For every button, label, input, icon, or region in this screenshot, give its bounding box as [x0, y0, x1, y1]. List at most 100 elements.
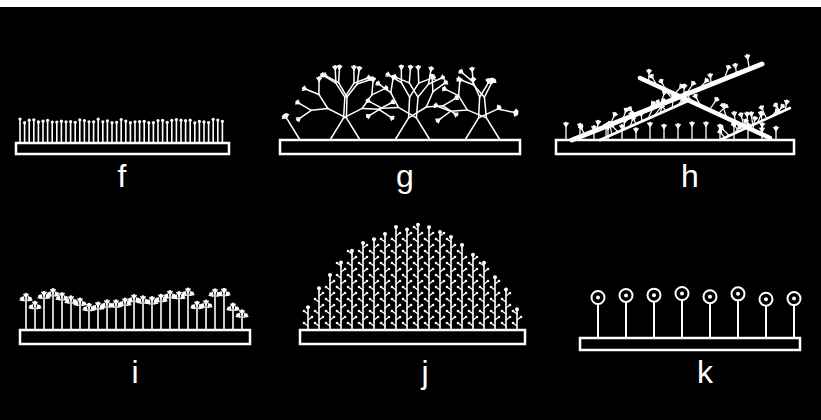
spore-head [465, 256, 468, 259]
spore-head [442, 87, 446, 91]
spore-head [311, 316, 314, 319]
main-hypha [572, 64, 762, 140]
spore-head [468, 286, 471, 289]
branched-hypha [486, 118, 500, 140]
spore-head [441, 75, 445, 79]
short-hypha [38, 122, 40, 143]
spore-head [96, 301, 100, 305]
branched-hypha [418, 70, 420, 83]
spore-head [410, 232, 413, 235]
spore-head [51, 120, 54, 123]
spore-head [487, 304, 490, 307]
spore-head [497, 105, 501, 109]
spore-head [124, 119, 127, 122]
short-hypha [51, 122, 53, 143]
spore-head [613, 112, 617, 116]
branched-hypha [391, 93, 399, 108]
stalk [232, 307, 234, 330]
spore-head [366, 316, 369, 319]
branched-hypha [353, 70, 355, 83]
spore-head [391, 116, 395, 120]
spore-head [416, 223, 420, 227]
spore-head [446, 274, 449, 277]
branched-hypha [409, 83, 418, 97]
substrate-bar [580, 338, 800, 350]
stalk [737, 300, 739, 338]
spore-head [56, 296, 60, 300]
spore-head [110, 303, 114, 307]
spore-head [391, 298, 394, 301]
spore-head [421, 256, 424, 259]
spore-head [399, 316, 402, 319]
spore-head [443, 232, 446, 235]
branched-hypha [338, 69, 340, 82]
spore-head [226, 292, 230, 296]
spore-head [785, 99, 789, 103]
side-branch [653, 78, 658, 86]
spore-head [432, 244, 435, 247]
spore-head [457, 274, 460, 277]
stalk [52, 293, 54, 330]
spore-head [388, 292, 391, 295]
side-branch [718, 108, 724, 114]
spore-head [191, 305, 195, 309]
spore-head [236, 313, 240, 317]
side-branch [699, 82, 705, 89]
spore-head [399, 304, 402, 307]
spore-head [399, 280, 402, 283]
spore-head [175, 118, 178, 121]
spore-head [468, 310, 471, 313]
spore-head [438, 230, 442, 234]
spore-head [493, 275, 497, 279]
branched-hypha [347, 84, 357, 97]
spore-head [358, 250, 361, 253]
short-hypha [194, 123, 196, 143]
spore-head [443, 292, 446, 295]
spore-head [371, 77, 375, 81]
sporangium [676, 287, 689, 300]
stalk [653, 301, 655, 338]
short-hypha [148, 123, 150, 143]
sporangium [732, 287, 745, 300]
spore-head [285, 113, 289, 117]
spore-head [369, 274, 372, 277]
spore-head [410, 256, 413, 259]
spore-head [432, 268, 435, 271]
spore-head [727, 65, 731, 69]
spore-head [410, 292, 413, 295]
spore-head [512, 310, 515, 313]
branched-hypha [431, 78, 433, 91]
side-branch [648, 105, 652, 110]
spore-head [137, 299, 141, 303]
short-hypha [747, 127, 748, 140]
short-hypha [93, 122, 95, 143]
spore-head [468, 262, 471, 265]
short-hypha [134, 122, 136, 143]
spore-head [476, 280, 479, 283]
branched-hypha [416, 97, 418, 118]
spore-head [207, 121, 210, 124]
spore-head [753, 116, 757, 120]
spore-head [692, 81, 696, 85]
short-hypha [217, 120, 219, 143]
spore-head [402, 322, 405, 325]
spore-head [394, 225, 398, 229]
spore-head [514, 112, 518, 116]
spore-head [421, 268, 424, 271]
stalk [439, 232, 441, 330]
spore-head [380, 274, 383, 277]
spore-head [432, 304, 435, 307]
spore-head [410, 268, 413, 271]
side-branch [735, 126, 738, 131]
spore-head [421, 232, 424, 235]
branched-hypha [465, 118, 479, 140]
branched-hypha [401, 83, 409, 97]
columella [736, 292, 740, 296]
short-hypha [102, 122, 104, 143]
spore-head [432, 232, 435, 235]
side-branch [763, 110, 767, 119]
spore-head [424, 310, 427, 313]
sporangium [788, 292, 801, 305]
stalk [178, 296, 180, 330]
